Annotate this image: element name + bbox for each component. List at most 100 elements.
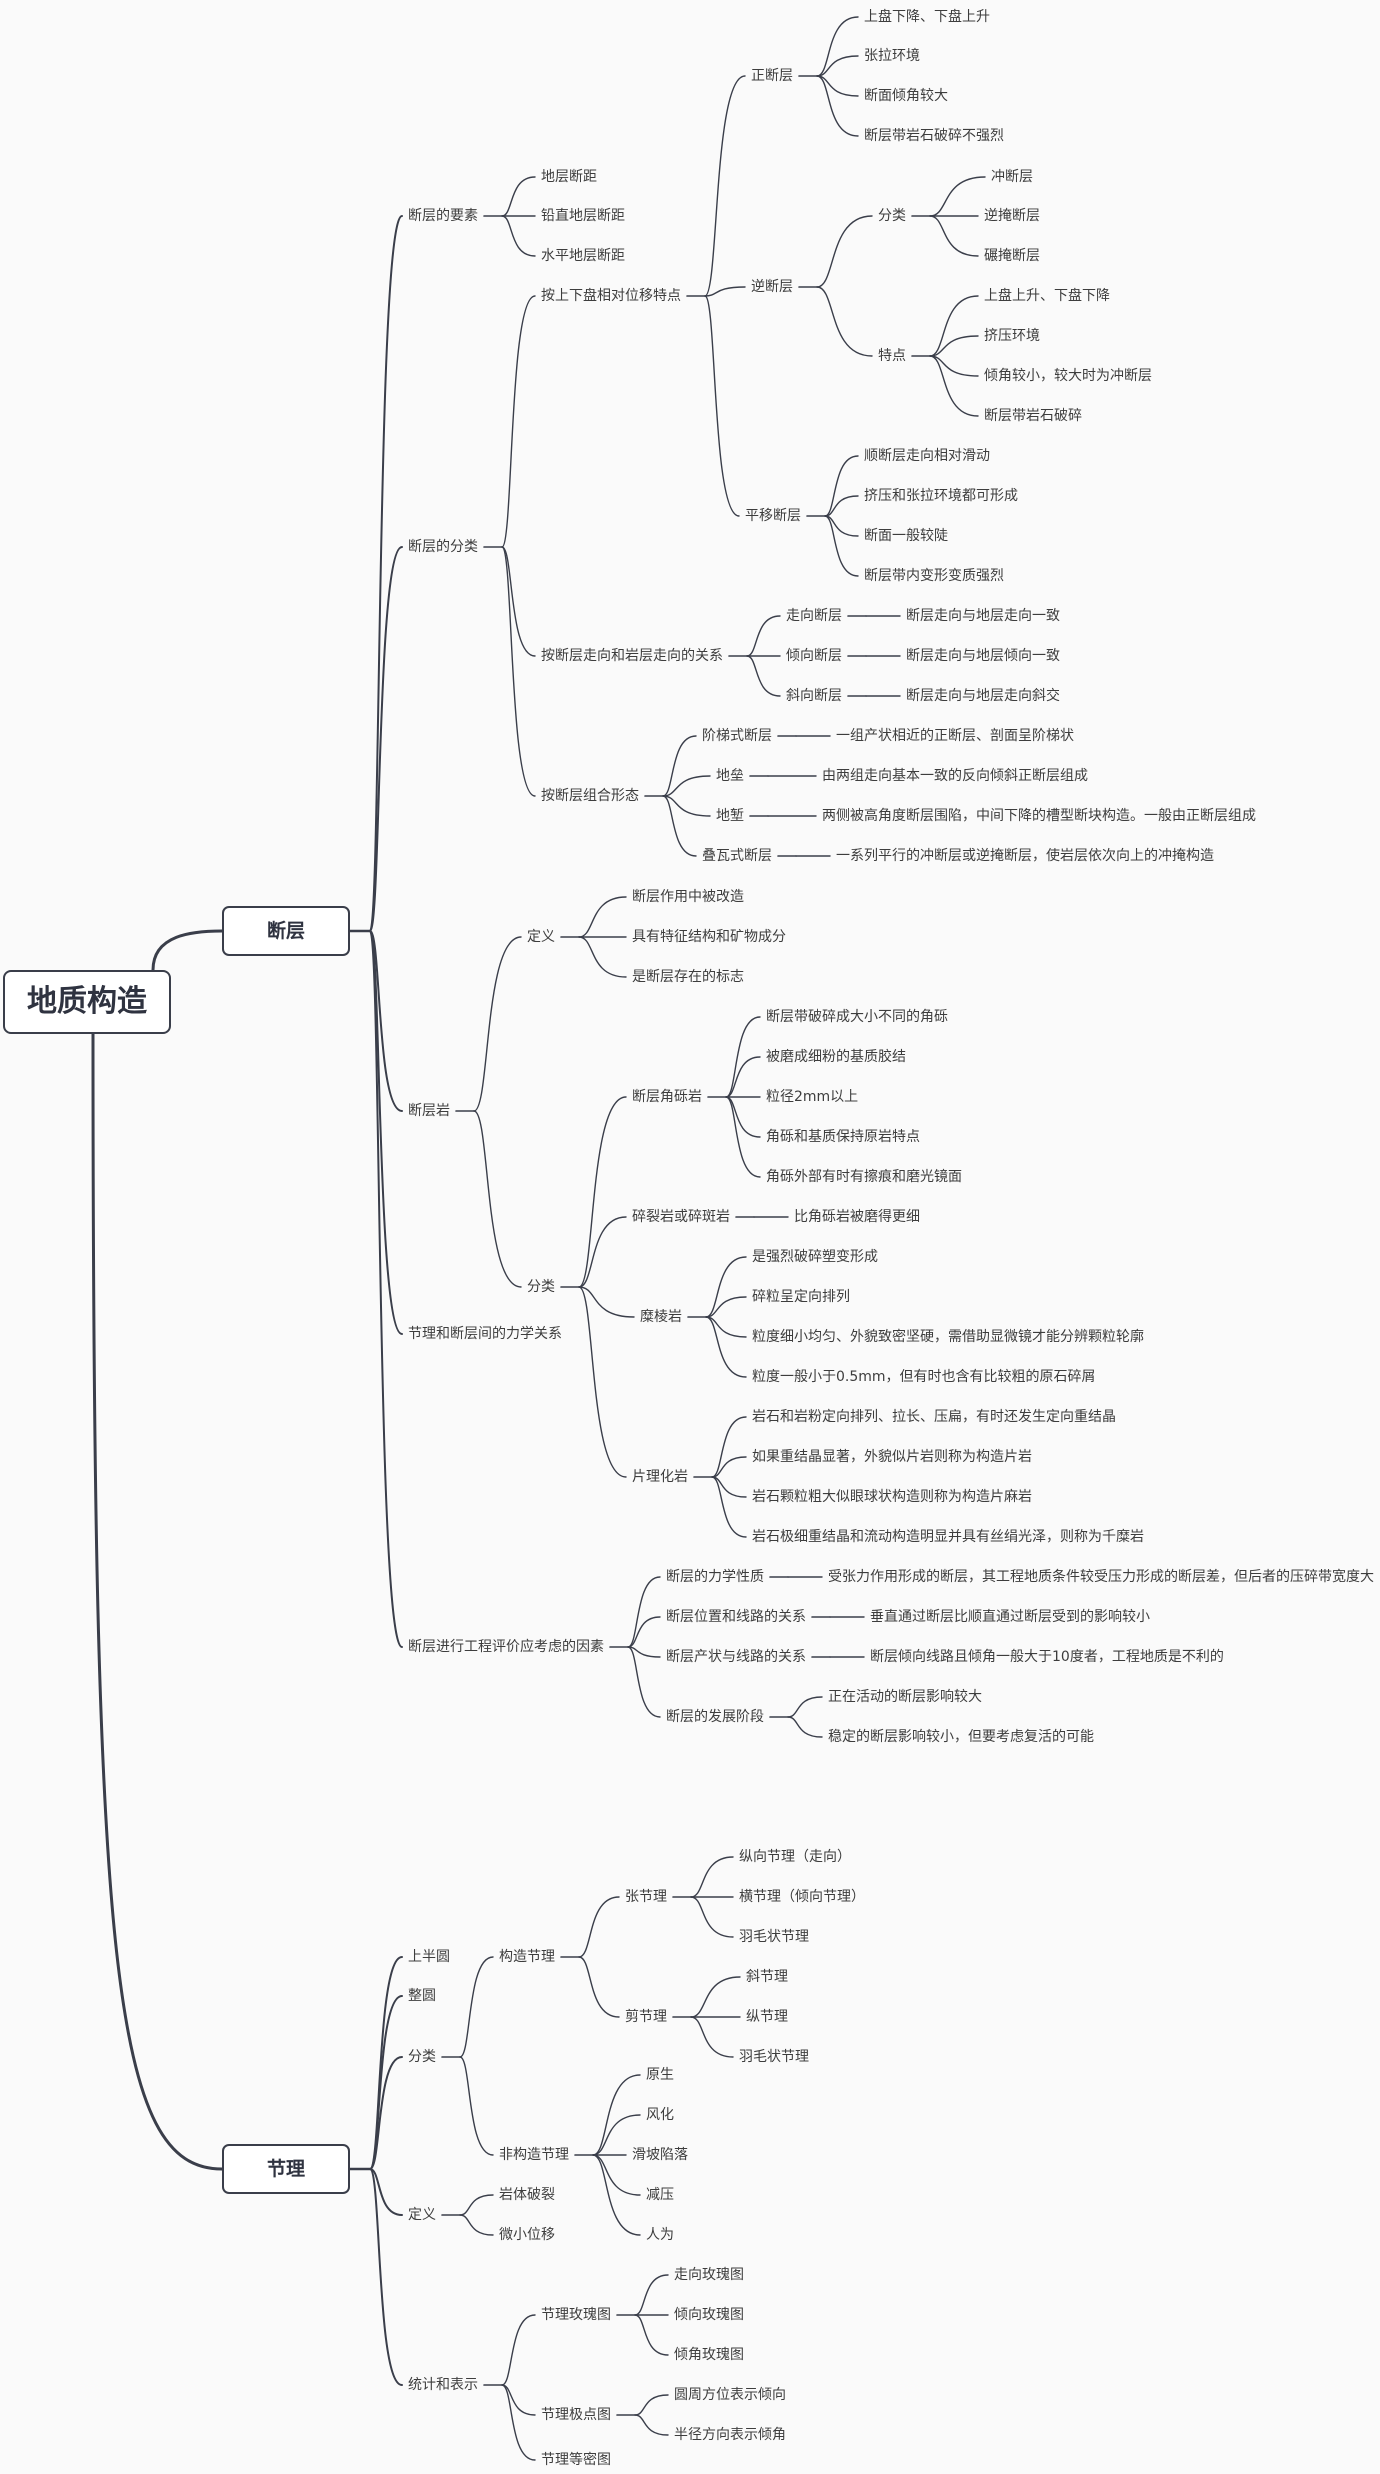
mindmap-node-u[interactable]: 非构造节理 — [499, 2147, 569, 2163]
mindmap-node-b3[interactable]: 分类 — [408, 2049, 436, 2065]
mindmap-node-h1[interactable]: 纵向节理（走向） — [739, 1849, 851, 1865]
mindmap-node-y2[interactable]: 倾向断层 — [786, 648, 842, 664]
mindmap-node-e3[interactable]: 断层产状与线路的关系 — [666, 1649, 806, 1665]
mindmap-node-c2[interactable]: 地垒 — [716, 768, 744, 784]
mindmap-node-nf3[interactable]: 碾掩断层 — [984, 248, 1040, 264]
mindmap-node-m1[interactable]: 是强烈破碎塑变形成 — [752, 1249, 878, 1265]
mindmap-node-b4a[interactable]: 岩体破裂 — [499, 2187, 555, 2203]
mindmap-node-d3[interactable]: 是断层存在的标志 — [632, 969, 744, 985]
mindmap-node-a1c[interactable]: 水平地层断距 — [541, 248, 625, 264]
mindmap-node-p1[interactable]: 顺断层走向相对滑动 — [864, 448, 990, 464]
mindmap-node-u1[interactable]: 原生 — [646, 2067, 674, 2083]
mindmap-node-h3[interactable]: 羽毛状节理 — [739, 1929, 809, 1945]
mindmap-node-nt4[interactable]: 断层带岩石破碎 — [984, 408, 1082, 424]
mindmap-node-g[interactable]: 构造节理 — [499, 1949, 555, 1965]
mindmap-node-w2[interactable]: 半径方向表示倾角 — [674, 2427, 786, 2443]
mindmap-node-a2x[interactable]: 按上下盘相对位移特点 — [541, 288, 681, 304]
mindmap-node-b4[interactable]: 定义 — [408, 2207, 436, 2223]
mindmap-node-d2[interactable]: 具有特征结构和矿物成分 — [632, 929, 786, 945]
mindmap-node-z4[interactable]: 断层带岩石破碎不强烈 — [864, 128, 1004, 144]
mindmap-node-k2[interactable]: 纵节理 — [746, 2009, 788, 2025]
mindmap-node-h[interactable]: 张节理 — [625, 1889, 667, 1905]
mindmap-node-a2[interactable]: 断层的分类 — [408, 539, 478, 555]
mindmap-node-q4[interactable]: 岩石极细重结晶和流动构造明显并具有丝绢光泽，则称为千糜岩 — [752, 1529, 1144, 1545]
mindmap-node-w1[interactable]: 圆周方位表示倾向 — [674, 2387, 786, 2403]
mindmap-node-m3[interactable]: 粒度细小均匀、外貌致密坚硬，需借助显微镜才能分辨颗粒轮廓 — [752, 1329, 1144, 1345]
mindmap-node-nf2[interactable]: 逆掩断层 — [984, 208, 1040, 224]
mindmap-node-y3[interactable]: 斜向断层 — [786, 688, 842, 704]
mindmap-node-c3a[interactable]: 两侧被高角度断层围陷，中间下降的槽型断块构造。一般由正断层组成 — [822, 808, 1256, 824]
mindmap-node-nf1[interactable]: 冲断层 — [991, 169, 1033, 185]
mindmap-node-k3[interactable]: 羽毛状节理 — [739, 2049, 809, 2065]
mindmap-node-a3[interactable]: 断层岩 — [408, 1103, 450, 1119]
mindmap-node-z1[interactable]: 上盘下降、下盘上升 — [864, 9, 990, 25]
mindmap-node-e2[interactable]: 断层位置和线路的关系 — [666, 1609, 806, 1625]
mindmap-node-q2[interactable]: 如果重结晶显著，外貌似片岩则称为构造片岩 — [752, 1449, 1032, 1465]
mindmap-topic-n1[interactable]: 断层 — [222, 906, 350, 956]
mindmap-node-k[interactable]: 剪节理 — [625, 2009, 667, 2025]
mindmap-node-b5[interactable]: 统计和表示 — [408, 2377, 478, 2393]
mindmap-node-r[interactable]: 节理玫瑰图 — [541, 2307, 611, 2323]
mindmap-node-n[interactable]: 逆断层 — [751, 279, 793, 295]
mindmap-node-a1b[interactable]: 铅直地层断距 — [541, 208, 625, 224]
mindmap-topic-n2[interactable]: 节理 — [222, 2144, 350, 2194]
mindmap-node-m2[interactable]: 碎粒呈定向排列 — [752, 1289, 850, 1305]
mindmap-node-z[interactable]: 正断层 — [751, 68, 793, 84]
mindmap-node-u4[interactable]: 减压 — [646, 2187, 674, 2203]
mindmap-node-a1a[interactable]: 地层断距 — [541, 169, 597, 185]
mindmap-node-nt3[interactable]: 倾角较小，较大时为冲断层 — [984, 368, 1152, 384]
mindmap-node-nt[interactable]: 特点 — [878, 348, 906, 364]
mindmap-node-y3a[interactable]: 断层走向与地层走向斜交 — [906, 688, 1060, 704]
mindmap-node-d[interactable]: 定义 — [527, 929, 555, 945]
mindmap-node-a2y[interactable]: 按断层走向和岩层走向的关系 — [541, 648, 723, 664]
mindmap-node-p2[interactable]: 挤压和张拉环境都可形成 — [864, 488, 1018, 504]
mindmap-node-e4[interactable]: 断层的发展阶段 — [666, 1709, 764, 1725]
mindmap-node-y1[interactable]: 走向断层 — [786, 608, 842, 624]
mindmap-node-u3[interactable]: 滑坡陷落 — [632, 2147, 688, 2163]
mindmap-node-y2a[interactable]: 断层走向与地层倾向一致 — [906, 648, 1060, 664]
mindmap-root[interactable]: 地质构造 — [3, 970, 171, 1034]
mindmap-node-q1[interactable]: 岩石和岩粉定向排列、拉长、压扁，有时还发生定向重结晶 — [752, 1409, 1116, 1425]
mindmap-node-e4b[interactable]: 稳定的断层影响较小，但要考虑复活的可能 — [828, 1729, 1094, 1745]
mindmap-node-c2a[interactable]: 由两组走向基本一致的反向倾斜正断层组成 — [822, 768, 1088, 784]
mindmap-node-c1[interactable]: 阶梯式断层 — [702, 728, 772, 744]
mindmap-node-nt2[interactable]: 挤压环境 — [984, 328, 1040, 344]
mindmap-node-nf[interactable]: 分类 — [878, 208, 906, 224]
mindmap-node-a5[interactable]: 断层进行工程评价应考虑的因素 — [408, 1639, 604, 1655]
mindmap-node-e2a[interactable]: 垂直通过断层比顺直通过断层受到的影响较小 — [870, 1609, 1150, 1625]
mindmap-node-j[interactable]: 断层角砾岩 — [632, 1089, 702, 1105]
mindmap-node-nt1[interactable]: 上盘上升、下盘下降 — [984, 288, 1110, 304]
mindmap-node-e4a[interactable]: 正在活动的断层影响较大 — [828, 1689, 982, 1705]
mindmap-node-r2[interactable]: 倾向玫瑰图 — [674, 2307, 744, 2323]
mindmap-node-f[interactable]: 分类 — [527, 1279, 555, 1295]
mindmap-node-c3[interactable]: 地堑 — [716, 808, 744, 824]
mindmap-node-q3[interactable]: 岩石颗粒粗大似眼球状构造则称为构造片麻岩 — [752, 1489, 1032, 1505]
mindmap-node-k1[interactable]: 斜节理 — [746, 1969, 788, 1985]
mindmap-node-c1a[interactable]: 一组产状相近的正断层、剖面呈阶梯状 — [836, 728, 1074, 744]
mindmap-node-a4[interactable]: 节理和断层间的力学关系 — [408, 1326, 562, 1342]
mindmap-node-j5[interactable]: 角砾外部有时有擦痕和磨光镜面 — [766, 1169, 962, 1185]
mindmap-node-j3[interactable]: 粒径2mm以上 — [766, 1089, 859, 1105]
mindmap-node-b2[interactable]: 整圆 — [408, 1988, 436, 2004]
mindmap-node-e1a[interactable]: 受张力作用形成的断层，其工程地质条件较受压力形成的断层差，但后者的压碎带宽度大 — [828, 1569, 1374, 1585]
mindmap-node-j4[interactable]: 角砾和基质保持原岩特点 — [766, 1129, 920, 1145]
mindmap-node-d1[interactable]: 断层作用中被改造 — [632, 889, 744, 905]
mindmap-node-r3[interactable]: 倾角玫瑰图 — [674, 2347, 744, 2363]
mindmap-node-w[interactable]: 节理极点图 — [541, 2407, 611, 2423]
mindmap-node-y1a[interactable]: 断层走向与地层走向一致 — [906, 608, 1060, 624]
mindmap-node-h2[interactable]: 横节理（倾向节理） — [739, 1889, 865, 1905]
mindmap-node-c4a[interactable]: 一系列平行的冲断层或逆掩断层，使岩层依次向上的冲掩构造 — [836, 848, 1214, 864]
mindmap-node-c4[interactable]: 叠瓦式断层 — [702, 848, 772, 864]
mindmap-node-a2z[interactable]: 按断层组合形态 — [541, 788, 639, 804]
mindmap-node-p[interactable]: 平移断层 — [745, 508, 801, 524]
mindmap-node-z2[interactable]: 张拉环境 — [864, 48, 920, 64]
mindmap-node-p4[interactable]: 断层带内变形变质强烈 — [864, 568, 1004, 584]
mindmap-node-j1[interactable]: 断层带破碎成大小不同的角砾 — [766, 1009, 948, 1025]
mindmap-node-a1[interactable]: 断层的要素 — [408, 208, 478, 224]
mindmap-node-m4[interactable]: 粒度一般小于0.5mm，但有时也含有比较粗的原石碎屑 — [752, 1369, 1096, 1385]
mindmap-node-p3[interactable]: 断面一般较陡 — [864, 528, 948, 544]
mindmap-node-b4b[interactable]: 微小位移 — [499, 2227, 555, 2243]
mindmap-node-s1[interactable]: 比角砾岩被磨得更细 — [794, 1209, 920, 1225]
mindmap-node-b1[interactable]: 上半圆 — [408, 1949, 450, 1965]
mindmap-node-m[interactable]: 糜棱岩 — [640, 1309, 682, 1325]
